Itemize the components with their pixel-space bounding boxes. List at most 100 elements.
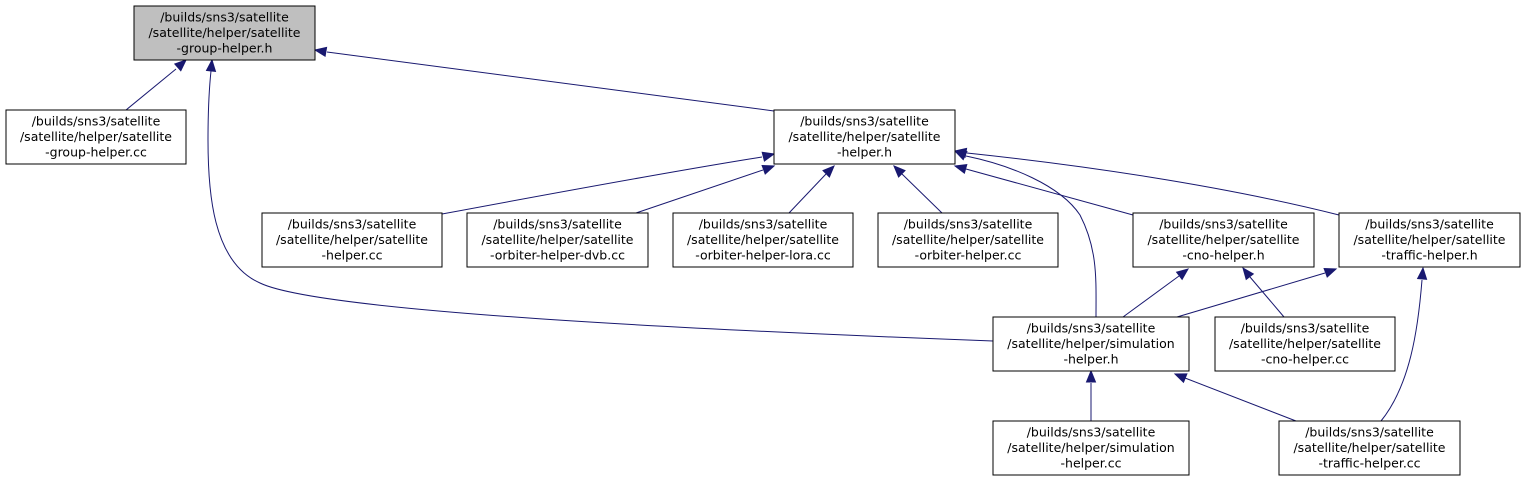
node-sim-cc[interactable]: /builds/sns3/satellite/satellite/helper/… — [992, 420, 1190, 476]
node-cno-cc[interactable]: /builds/sns3/satellite/satellite/helper/… — [1214, 316, 1396, 372]
node-label-line: /satellite/helper/satellite — [1293, 440, 1445, 455]
node-orbiter-cc[interactable]: /builds/sns3/satellite/satellite/helper/… — [877, 212, 1059, 268]
node-box[interactable] — [261, 212, 443, 268]
node-label-line: /satellite/helper/satellite — [687, 232, 839, 247]
node-box[interactable] — [1278, 420, 1461, 476]
node-label-line: /builds/sns3/satellite — [1027, 321, 1156, 336]
edge-sim_h-to-helper_h — [953, 150, 1097, 318]
node-box[interactable] — [1132, 212, 1315, 268]
edge-line — [207, 70, 994, 342]
node-label-line: /satellite/helper/satellite — [481, 232, 633, 247]
edge-cno_h-to-helper_h — [953, 164, 1134, 216]
edge-orbiter_lora-to-helper_h — [788, 165, 835, 214]
node-label-line: /satellite/helper/satellite — [1353, 232, 1505, 247]
edge-arrowhead — [761, 151, 776, 162]
edge-cno_cc-to-cno_h — [1242, 266, 1285, 318]
node-box[interactable] — [466, 212, 649, 268]
edge-arrowhead — [953, 150, 968, 161]
node-label-line: /satellite/helper/simulation — [1007, 336, 1174, 351]
node-traffic-h[interactable]: /builds/sns3/satellite/satellite/helper/… — [1338, 212, 1521, 268]
edge-arrowhead — [205, 58, 217, 72]
node-label-line: /builds/sns3/satellite — [699, 217, 828, 232]
edge-sim_h-to-cno_h — [1122, 268, 1190, 318]
edge-sim_h-to-group_h — [205, 58, 994, 342]
node-label-line: /satellite/helper/satellite — [1147, 232, 1299, 247]
edge-helper_cc-to-helper_h — [441, 151, 776, 215]
node-label-line: /builds/sns3/satellite — [32, 114, 161, 129]
node-box[interactable] — [992, 420, 1190, 476]
node-label-line: /builds/sns3/satellite — [288, 217, 417, 232]
node-label-line: /builds/sns3/satellite — [904, 217, 1033, 232]
edge-line — [788, 173, 827, 214]
node-label-line: /satellite/helper/satellite — [20, 129, 172, 144]
edge-arrowhead — [1416, 266, 1428, 280]
edge-line — [965, 168, 1134, 216]
node-label-line: -group-helper.h — [177, 41, 273, 56]
node-label-line: /builds/sns3/satellite — [800, 114, 929, 129]
edge-line — [965, 155, 1097, 318]
edge-line — [1380, 279, 1423, 422]
node-label-line: /satellite/helper/satellite — [892, 232, 1044, 247]
node-label-line: /satellite/helper/satellite — [1229, 336, 1381, 351]
node-label-line: /builds/sns3/satellite — [1241, 321, 1370, 336]
edges-layer — [125, 46, 1428, 422]
edge-line — [326, 51, 775, 112]
nodes-layer: /builds/sns3/satellite/satellite/helper/… — [5, 5, 1521, 476]
edge-arrowhead — [313, 46, 328, 58]
node-sim-h[interactable]: /builds/sns3/satellite/satellite/helper/… — [992, 316, 1190, 372]
node-label-line: -helper.h — [837, 145, 892, 160]
node-label-line: /builds/sns3/satellite — [1159, 217, 1288, 232]
node-group-h[interactable]: /builds/sns3/satellite/satellite/helper/… — [133, 5, 316, 61]
edge-arrowhead — [953, 164, 968, 175]
edge-arrowhead — [1323, 267, 1338, 278]
edge-sim_cc-to-sim_h — [1085, 369, 1097, 421]
node-box[interactable] — [1338, 212, 1521, 268]
node-label-line: /builds/sns3/satellite — [1365, 217, 1494, 232]
edge-arrowhead — [822, 165, 835, 178]
edge-arrowhead — [1173, 373, 1188, 384]
node-label-line: /builds/sns3/satellite — [160, 10, 289, 25]
node-label-line: /builds/sns3/satellite — [1027, 425, 1156, 440]
node-label-line: -helper.h — [1063, 352, 1118, 367]
node-label-line: /builds/sns3/satellite — [493, 217, 622, 232]
edge-line — [1249, 276, 1285, 318]
node-group-cc[interactable]: /builds/sns3/satellite/satellite/helper/… — [5, 109, 187, 165]
node-label-line: -traffic-helper.cc — [1318, 456, 1420, 471]
edge-group_cc-to-group_h — [125, 59, 187, 111]
node-label-line: -helper.cc — [322, 248, 383, 263]
edge-orbiter_dvb-to-helper_h — [635, 164, 776, 214]
node-label-line: -cno-helper.cc — [1261, 352, 1349, 367]
node-helper-h[interactable]: /builds/sns3/satellite/satellite/helper/… — [773, 109, 956, 165]
node-traffic-cc[interactable]: /builds/sns3/satellite/satellite/helper/… — [1278, 420, 1461, 476]
node-orbiter-dvb[interactable]: /builds/sns3/satellite/satellite/helper/… — [466, 212, 649, 268]
edge-line — [966, 152, 1340, 216]
node-orbiter-lora[interactable]: /builds/sns3/satellite/satellite/helper/… — [672, 212, 854, 268]
node-label-line: /satellite/helper/satellite — [148, 25, 300, 40]
edge-arrowhead — [1175, 268, 1190, 281]
edge-line — [441, 156, 763, 215]
node-label-line: -orbiter-helper.cc — [915, 248, 1022, 263]
node-box[interactable] — [672, 212, 854, 268]
edge-arrowhead — [893, 165, 906, 178]
edge-line — [901, 173, 943, 214]
node-box[interactable] — [5, 109, 187, 165]
node-helper-cc[interactable]: /builds/sns3/satellite/satellite/helper/… — [261, 212, 443, 268]
edge-arrowhead — [761, 164, 776, 175]
node-cno-h[interactable]: /builds/sns3/satellite/satellite/helper/… — [1132, 212, 1315, 268]
node-label-line: -orbiter-helper-lora.cc — [695, 248, 831, 263]
edge-line — [1176, 272, 1326, 318]
edge-line — [1184, 377, 1297, 422]
node-label-line: /satellite/helper/satellite — [788, 129, 940, 144]
node-box[interactable] — [133, 5, 316, 61]
node-box[interactable] — [1214, 316, 1396, 372]
edge-line — [635, 169, 764, 214]
edge-arrowhead — [1085, 369, 1097, 383]
node-label-line: -traffic-helper.h — [1381, 248, 1477, 263]
node-box[interactable] — [877, 212, 1059, 268]
node-label-line: /builds/sns3/satellite — [1305, 425, 1434, 440]
node-box[interactable] — [992, 316, 1190, 372]
node-label-line: /satellite/helper/simulation — [1007, 440, 1174, 455]
node-label-line: /satellite/helper/satellite — [276, 232, 428, 247]
node-box[interactable] — [773, 109, 956, 165]
